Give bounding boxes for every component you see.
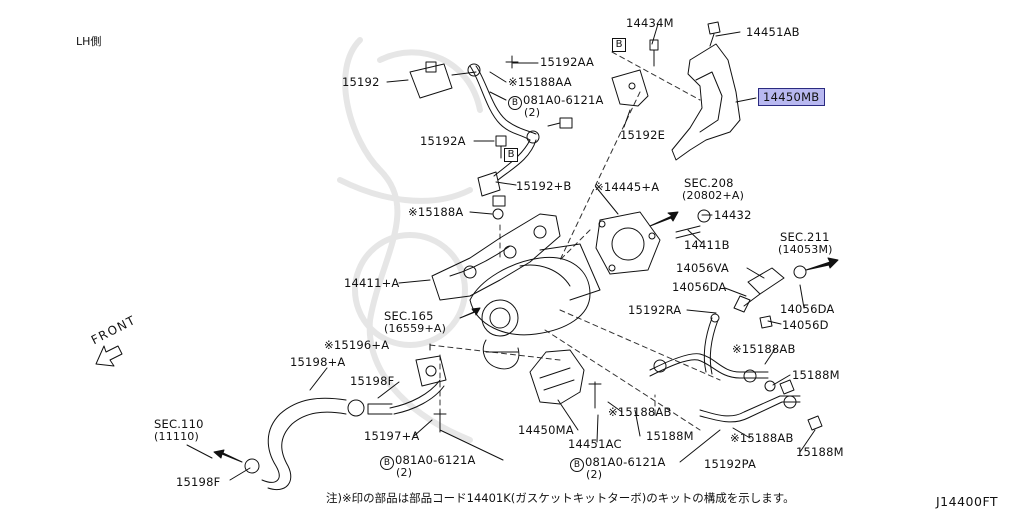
label-15188m-low: 15188M bbox=[796, 445, 844, 459]
label-15198a: 15198+A bbox=[290, 355, 346, 369]
circle-b-icon: B bbox=[570, 458, 584, 472]
label-sec165-sub: (16559+A) bbox=[384, 322, 447, 335]
circle-b-icon: B bbox=[508, 96, 522, 110]
label-15192aa: 15192AA bbox=[540, 55, 595, 69]
label-14411b: 14411B bbox=[684, 238, 730, 252]
label-qty-top: (2) bbox=[524, 106, 541, 119]
label-14056va: 14056VA bbox=[676, 261, 729, 275]
bolts bbox=[433, 21, 823, 433]
label-15188ab-low: ※15188AB bbox=[730, 431, 794, 445]
label-14411a: 14411+A bbox=[344, 276, 400, 290]
label-14056da-right: 14056DA bbox=[780, 302, 835, 316]
label-sec208: SEC.208 bbox=[684, 176, 734, 190]
label-qty-bl: (2) bbox=[396, 466, 413, 479]
gasket-14445a bbox=[595, 211, 661, 275]
label-sec211-sub: (14053M) bbox=[778, 243, 833, 256]
label-14432: 14432 bbox=[714, 208, 752, 222]
label-14056d: 14056D bbox=[782, 318, 829, 332]
exhaust-manifold-14411a bbox=[431, 213, 561, 301]
label-14445a: ※14445+A bbox=[594, 180, 660, 194]
label-15196a: ※15196+A bbox=[324, 338, 390, 352]
label-15192: 15192 bbox=[342, 75, 380, 89]
leader-lines bbox=[186, 23, 816, 481]
label-14434m: 14434M bbox=[626, 16, 674, 30]
label-081a0-top-text: 081A0-6121A bbox=[523, 93, 604, 107]
bracket-15192e bbox=[611, 69, 649, 107]
ref-box-b-mid: B bbox=[504, 148, 518, 162]
heat-insulator-14450mb bbox=[671, 43, 757, 161]
diagram-code: J14400FT bbox=[936, 494, 999, 509]
direction-arrows bbox=[213, 211, 839, 463]
heat-insulator-14450ma bbox=[529, 349, 585, 405]
label-15192ra: 15192RA bbox=[628, 303, 682, 317]
label-15192e: 15192E bbox=[620, 128, 666, 142]
label-15188m-right: 15188M bbox=[792, 368, 840, 382]
label-15198f-mid: 15198F bbox=[350, 374, 395, 388]
water-tube-right bbox=[649, 265, 807, 423]
ref-box-b-top: B bbox=[612, 38, 626, 52]
label-081a0-br-text: 081A0-6121A bbox=[585, 455, 666, 469]
label-14451ac: 14451AC bbox=[568, 437, 622, 451]
watermark-logo bbox=[337, 37, 483, 443]
front-arrow bbox=[95, 345, 123, 367]
label-15197a: 15197+A bbox=[364, 429, 420, 443]
label-15188aa: ※15188AA bbox=[508, 75, 572, 89]
circle-b-icon: B bbox=[380, 456, 394, 470]
label-sec110: SEC.110 bbox=[154, 417, 204, 431]
label-sec165: SEC.165 bbox=[384, 309, 434, 323]
label-qty-br: (2) bbox=[586, 468, 603, 481]
footer-note: 注)※印の部品は部品コード14401K(ガスケットキットターボ)のキットの構成を… bbox=[326, 491, 795, 505]
oil-drain-assembly bbox=[244, 355, 447, 490]
label-15192a: 15192A bbox=[420, 134, 466, 148]
label-15192pa: 15192PA bbox=[704, 457, 757, 471]
label-14451ab: 14451AB bbox=[746, 25, 800, 39]
label-15188m-mid: 15188M bbox=[646, 429, 694, 443]
label-14056da-left: 14056DA bbox=[672, 280, 727, 294]
label-15198f-bot: 15198F bbox=[176, 475, 221, 489]
label-081a0-bl-text: 081A0-6121A bbox=[395, 453, 476, 467]
label-15192b: 15192+B bbox=[516, 179, 572, 193]
turbocharger bbox=[469, 243, 601, 370]
label-15188a: ※15188A bbox=[408, 205, 464, 219]
label-sec110-sub: (11110) bbox=[154, 430, 199, 443]
oil-feed-tube-upper bbox=[409, 61, 540, 197]
label-sec208-sub: (20802+A) bbox=[682, 189, 745, 202]
label-sec211: SEC.211 bbox=[780, 230, 830, 244]
highlight-14450mb[interactable]: 14450MB bbox=[758, 88, 825, 106]
side-label: LH側 bbox=[76, 35, 102, 48]
label-15188ab-right: ※15188AB bbox=[732, 342, 796, 356]
label-15188ab-mid: ※15188AB bbox=[608, 405, 672, 419]
label-14450ma: 14450MA bbox=[518, 423, 574, 437]
